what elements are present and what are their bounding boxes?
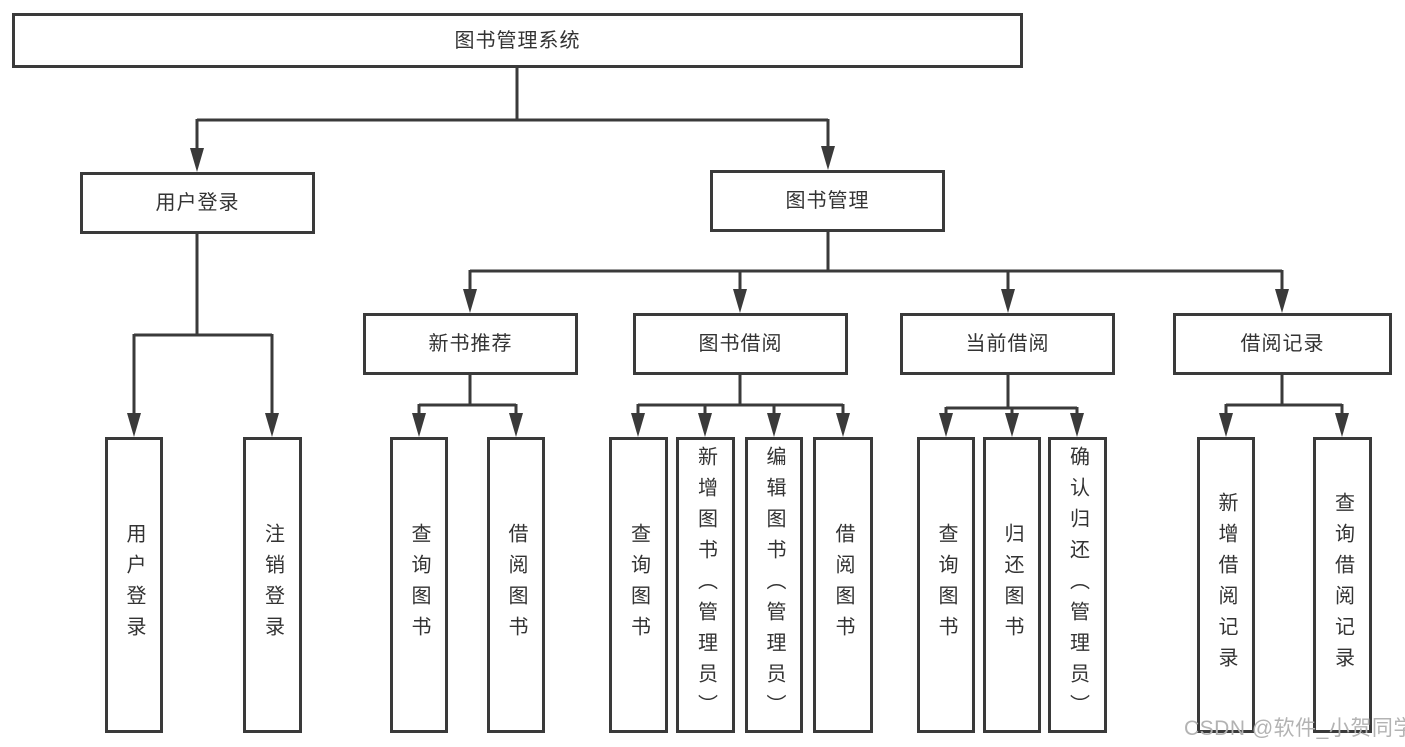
leaf-label: 借阅图书 [505, 523, 527, 647]
leaf-borrow-books-recommend: 借阅图书 [487, 437, 545, 733]
leaf-search-books-recommend: 查询图书 [390, 437, 448, 733]
leaf-add-books-admin: 新增图书（管理员） [676, 437, 735, 733]
leaf-borrow-books-borrowing: 借阅图书 [813, 437, 873, 733]
leaf-label: 借阅图书 [832, 523, 854, 647]
node-current-borrowing: 当前借阅 [900, 313, 1115, 375]
leaf-user-login: 用户登录 [105, 437, 163, 733]
leaf-label: 用户登录 [123, 523, 145, 647]
leaf-label: 查询借阅记录 [1331, 492, 1354, 678]
leaf-label: 确认归还（管理员） [1066, 445, 1089, 725]
node-label: 图书管理 [785, 190, 870, 212]
leaf-confirm-return-admin: 确认归还（管理员） [1048, 437, 1107, 733]
leaf-label: 注销登录 [261, 523, 284, 647]
leaf-edit-books-admin: 编辑图书（管理员） [745, 437, 803, 733]
node-label: 借阅记录 [1240, 333, 1325, 355]
leaf-return-books: 归还图书 [983, 437, 1041, 733]
node-book-borrowing: 图书借阅 [633, 313, 848, 375]
node-user-login: 用户登录 [80, 172, 315, 234]
node-library-management-system: 图书管理系统 [12, 13, 1023, 68]
node-book-management: 图书管理 [710, 170, 945, 232]
leaf-label: 新增图书（管理员） [694, 445, 717, 725]
node-label: 图书借阅 [698, 333, 783, 355]
leaf-label: 归还图书 [1001, 523, 1023, 647]
node-new-book-recommendation: 新书推荐 [363, 313, 578, 375]
node-label: 当前借阅 [965, 333, 1050, 355]
node-borrowing-records: 借阅记录 [1173, 313, 1392, 375]
leaf-label: 查询图书 [627, 523, 650, 647]
watermark-csdn: CSDN @软件_小贺同学 [1184, 717, 1405, 740]
node-label: 图书管理系统 [454, 29, 581, 52]
leaf-add-borrow-record: 新增借阅记录 [1197, 437, 1255, 733]
leaf-label: 查询图书 [935, 523, 957, 647]
leaf-search-books-borrowing: 查询图书 [609, 437, 668, 733]
leaf-search-borrow-record: 查询借阅记录 [1313, 437, 1372, 733]
leaf-search-books-current: 查询图书 [917, 437, 975, 733]
node-label: 新书推荐 [428, 333, 513, 355]
leaf-label: 新增借阅记录 [1215, 492, 1237, 678]
leaf-label: 编辑图书（管理员） [763, 445, 785, 725]
node-label: 用户登录 [155, 192, 240, 214]
leaf-label: 查询图书 [408, 523, 430, 647]
leaf-logout: 注销登录 [243, 437, 302, 733]
